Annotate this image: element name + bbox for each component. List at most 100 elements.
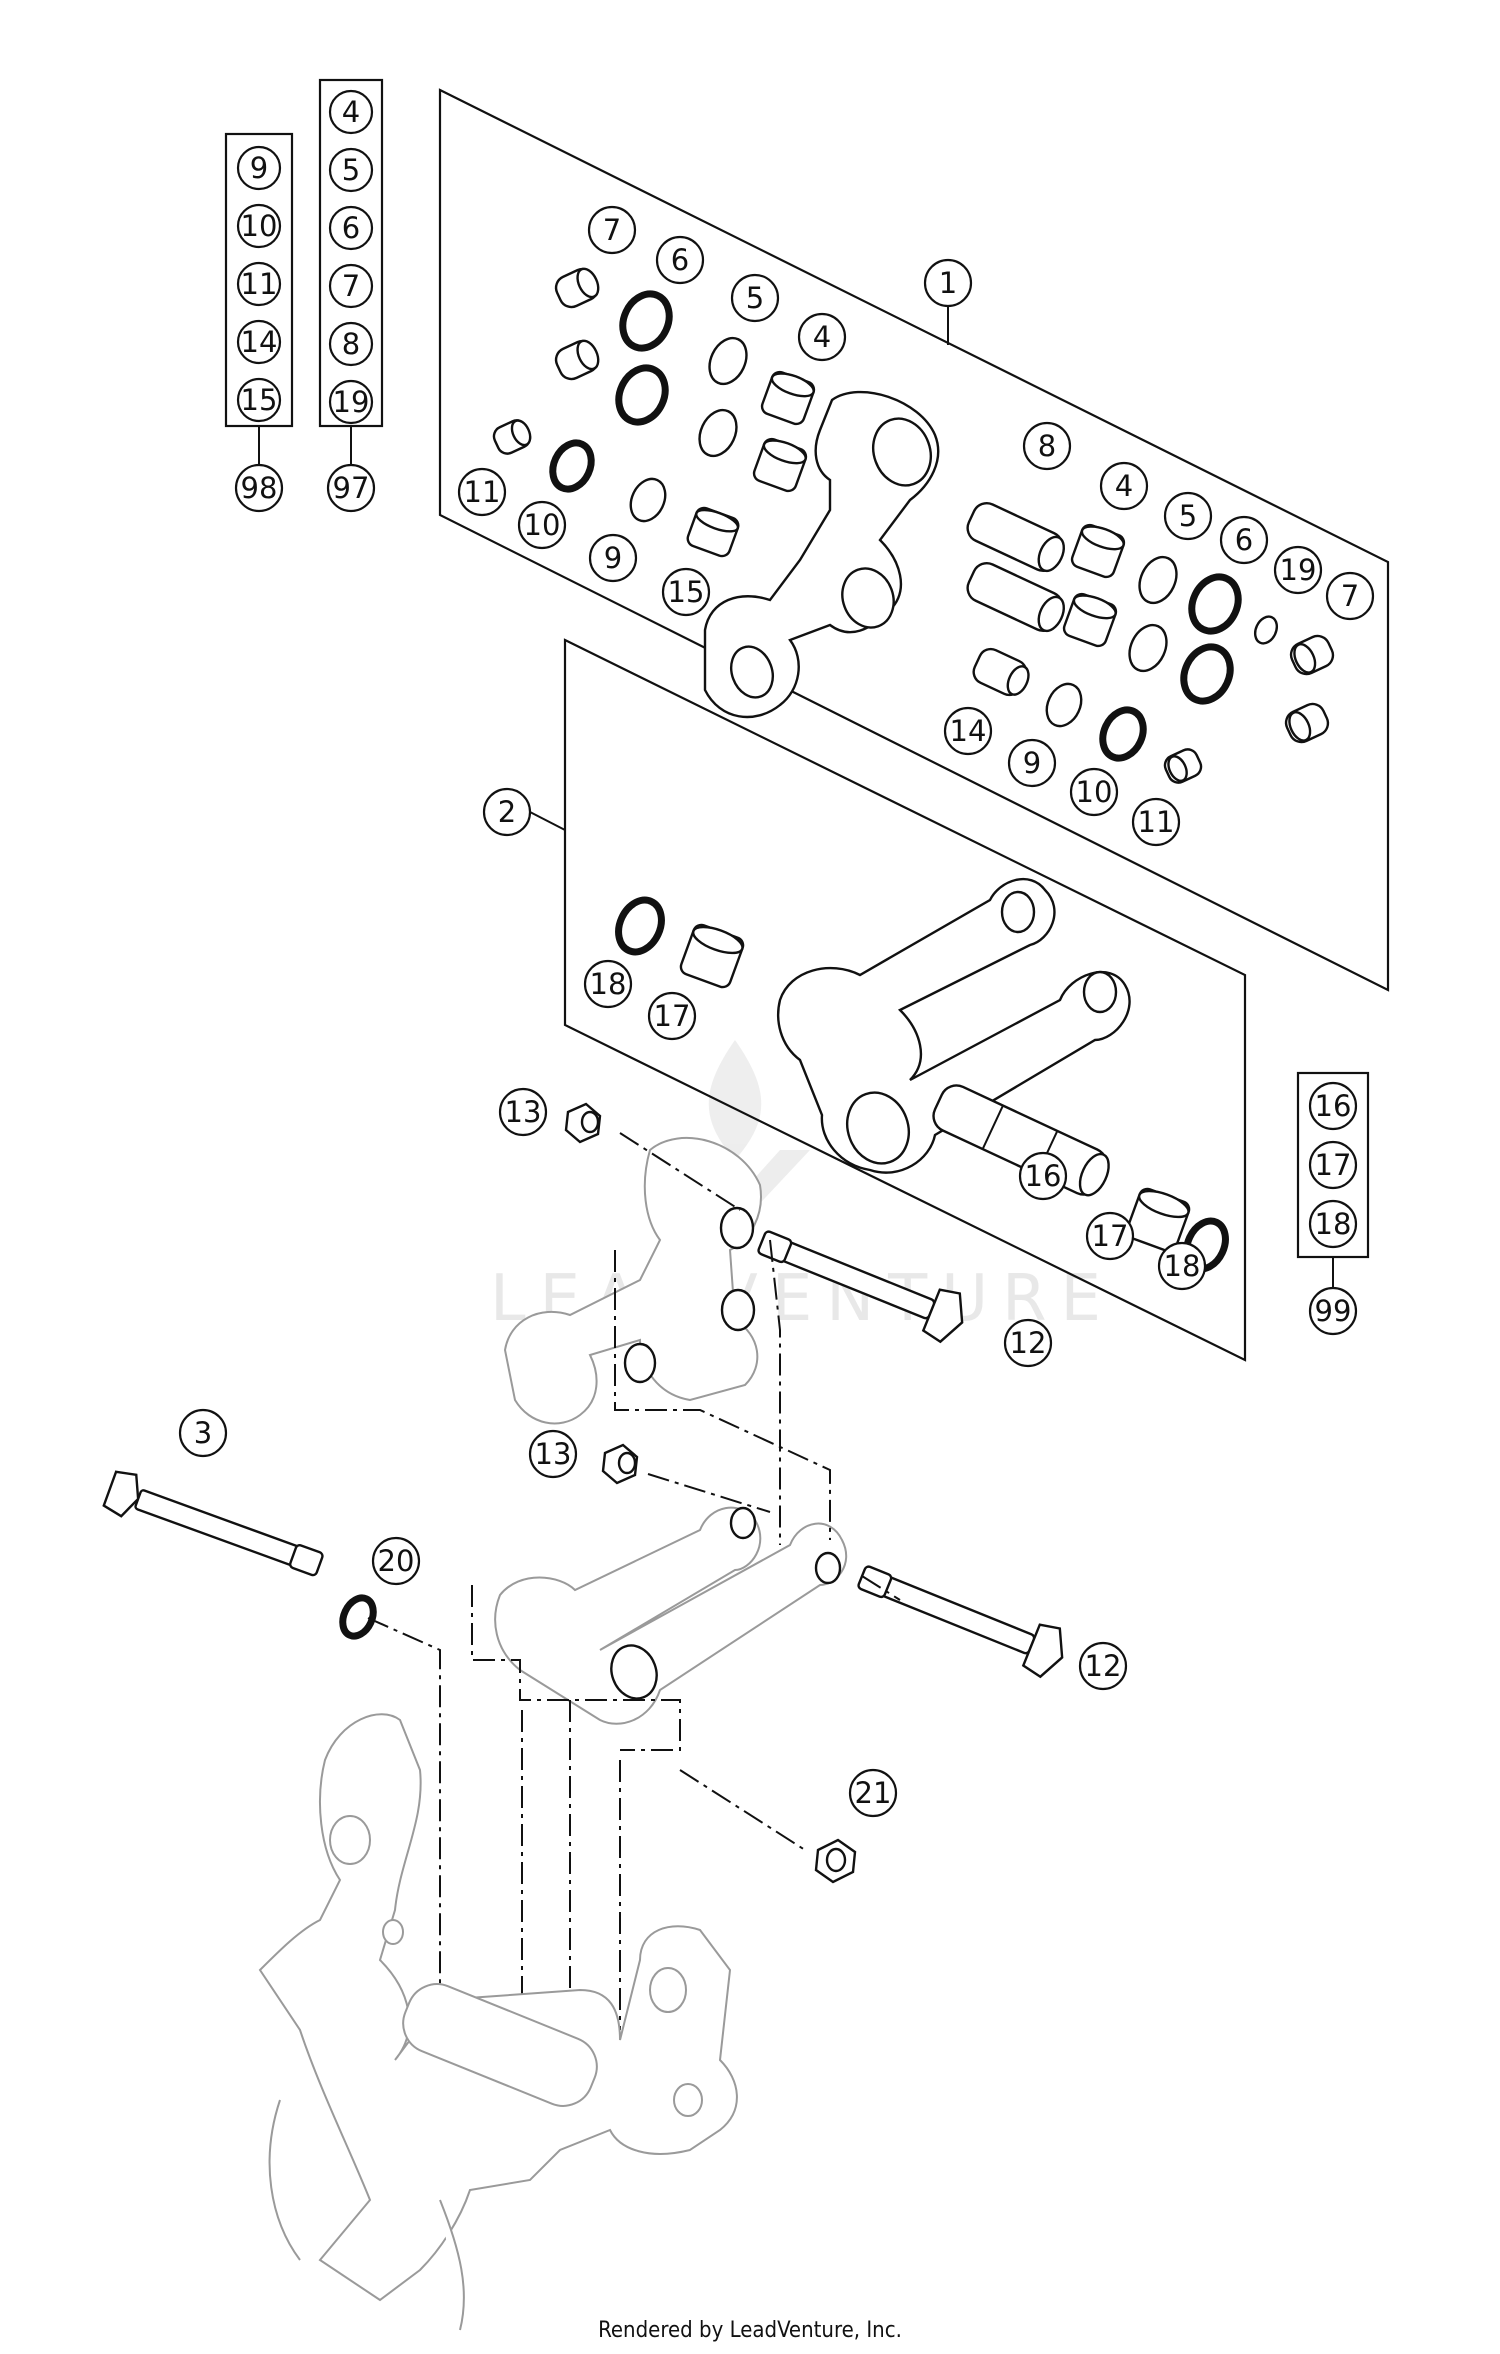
callout-7-kit97[interactable]: 7 [328, 263, 374, 309]
bolt-12-upper[interactable] [752, 1217, 972, 1346]
callout-4-b[interactable]: 4 [1099, 461, 1149, 511]
callout-13-a[interactable]: 13 [498, 1087, 548, 1137]
callout-7-a[interactable]: 7 [587, 205, 637, 255]
lever-part-1[interactable] [703, 390, 940, 719]
callout-18-b[interactable]: 18 [1157, 1241, 1207, 1291]
callout-1[interactable]: 1 [923, 258, 973, 308]
svg-text:7: 7 [1341, 579, 1359, 613]
svg-text:19: 19 [1280, 553, 1317, 587]
callout-16[interactable]: 16 [1018, 1151, 1068, 1201]
svg-text:97: 97 [333, 471, 370, 505]
footer-credit: Rendered by LeadVenture, Inc. [598, 2318, 902, 2343]
callout-6-kit97[interactable]: 6 [328, 205, 374, 251]
callout-5-a[interactable]: 5 [730, 273, 780, 323]
washer-20[interactable] [337, 1593, 379, 1641]
svg-text:17: 17 [1315, 1148, 1352, 1182]
svg-text:17: 17 [654, 999, 691, 1033]
callout-13-b[interactable]: 13 [528, 1429, 578, 1479]
callout-5-kit97[interactable]: 5 [328, 147, 374, 193]
svg-text:5: 5 [342, 153, 360, 187]
callout-9-kit98[interactable]: 9 [236, 145, 282, 191]
nut-21[interactable] [814, 1838, 857, 1884]
callout-kit-97[interactable]: 97 [326, 463, 376, 513]
svg-text:6: 6 [1235, 523, 1253, 557]
svg-text:7: 7 [342, 269, 360, 303]
callout-3[interactable]: 3 [178, 1408, 228, 1458]
bolt-12-lower[interactable] [852, 1552, 1072, 1681]
svg-text:10: 10 [241, 209, 278, 243]
callout-20[interactable]: 20 [371, 1536, 421, 1586]
callout-18-a[interactable]: 18 [583, 959, 633, 1009]
svg-text:17: 17 [1092, 1219, 1129, 1253]
callout-19-kit97[interactable]: 19 [328, 379, 374, 425]
svg-text:10: 10 [524, 508, 561, 542]
callout-8[interactable]: 8 [1022, 421, 1072, 471]
svg-text:4: 4 [813, 320, 831, 354]
callout-10-b[interactable]: 10 [1069, 767, 1119, 817]
kit-1-frame [438, 88, 1390, 992]
callout-4-kit97[interactable]: 4 [328, 89, 374, 135]
callout-15-kit98[interactable]: 15 [236, 377, 282, 423]
svg-text:14: 14 [950, 714, 987, 748]
callout-17-b[interactable]: 17 [1085, 1211, 1135, 1261]
callout-9-b[interactable]: 9 [1007, 738, 1057, 788]
callout-11-kit98[interactable]: 11 [236, 261, 282, 307]
svg-text:2: 2 [498, 795, 516, 829]
svg-text:4: 4 [342, 95, 360, 129]
svg-text:6: 6 [342, 211, 360, 245]
callout-kit-99[interactable]: 99 [1308, 1286, 1358, 1336]
installed-lever-ghost [503, 1136, 762, 1425]
callout-kit-98[interactable]: 98 [234, 463, 284, 513]
svg-text:16: 16 [1025, 1159, 1062, 1193]
box1-left-parts[interactable] [491, 265, 817, 559]
callout-21[interactable]: 21 [848, 1768, 898, 1818]
svg-text:21: 21 [855, 1776, 892, 1810]
callout-14-kit98[interactable]: 14 [236, 319, 282, 365]
callout-9-a[interactable]: 9 [588, 533, 638, 583]
svg-text:5: 5 [1179, 499, 1197, 533]
svg-text:14: 14 [241, 325, 278, 359]
callout-11-a[interactable]: 11 [457, 467, 507, 517]
callout-6-b[interactable]: 6 [1219, 515, 1269, 565]
callout-6-a[interactable]: 6 [655, 235, 705, 285]
nut-13-lower[interactable] [601, 1443, 639, 1485]
callout-17-a[interactable]: 17 [647, 991, 697, 1041]
kit-97[interactable] [318, 78, 384, 466]
callout-15[interactable]: 15 [661, 567, 711, 617]
svg-text:16: 16 [1315, 1089, 1352, 1123]
svg-text:18: 18 [1164, 1249, 1201, 1283]
svg-text:1: 1 [939, 266, 957, 300]
svg-text:5: 5 [746, 281, 764, 315]
bolt-3[interactable] [102, 1468, 327, 1586]
callout-16-kit99[interactable]: 16 [1308, 1081, 1358, 1131]
svg-text:8: 8 [342, 327, 360, 361]
nut-13-upper[interactable] [564, 1102, 602, 1144]
kit-98[interactable] [224, 132, 294, 466]
callout-10-kit98[interactable]: 10 [236, 203, 282, 249]
callout-14[interactable]: 14 [943, 706, 993, 756]
frame-ghost [258, 1713, 738, 2331]
kit-99[interactable] [1296, 1071, 1370, 1290]
callout-11-b[interactable]: 11 [1131, 797, 1181, 847]
svg-text:18: 18 [1315, 1207, 1352, 1241]
callout-18-kit99[interactable]: 18 [1308, 1199, 1358, 1249]
svg-text:4: 4 [1115, 469, 1133, 503]
callout-12-a[interactable]: 12 [1003, 1318, 1053, 1368]
box1-right-parts[interactable] [963, 499, 1337, 786]
callout-10-a[interactable]: 10 [517, 500, 567, 550]
callout-17-kit99[interactable]: 17 [1308, 1140, 1358, 1190]
svg-text:99: 99 [1315, 1294, 1352, 1328]
svg-text:11: 11 [241, 267, 278, 301]
callout-2[interactable]: 2 [482, 787, 532, 837]
callout-5-b[interactable]: 5 [1163, 491, 1213, 541]
callout-7-b[interactable]: 7 [1325, 571, 1375, 621]
svg-text:9: 9 [250, 151, 268, 185]
callout-19[interactable]: 19 [1273, 545, 1323, 595]
callout-8-kit97[interactable]: 8 [328, 321, 374, 367]
callout-12-b[interactable]: 12 [1078, 1641, 1128, 1691]
svg-text:18: 18 [590, 967, 627, 1001]
svg-text:12: 12 [1010, 1326, 1047, 1360]
callout-4-a[interactable]: 4 [797, 312, 847, 362]
svg-text:9: 9 [604, 541, 622, 575]
